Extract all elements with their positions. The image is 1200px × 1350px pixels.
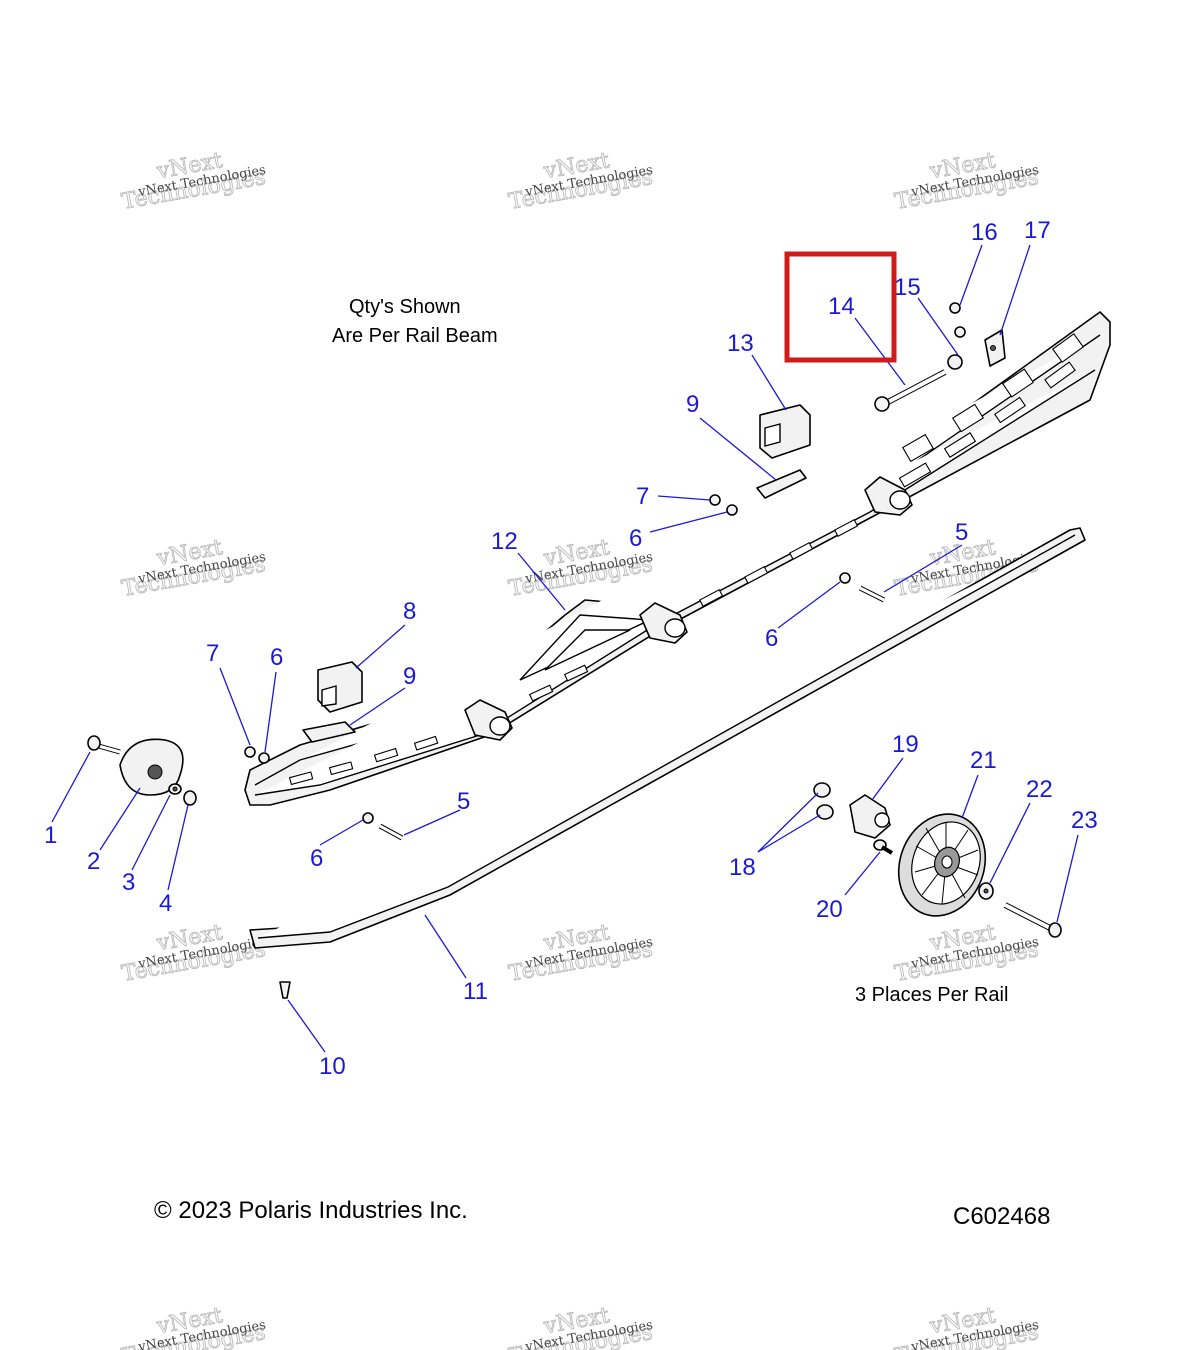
callout-15[interactable]: 15	[894, 274, 921, 301]
callout-10[interactable]: 10	[319, 1053, 346, 1080]
screw-10[interactable]	[279, 981, 291, 999]
washer-3[interactable]	[168, 783, 182, 795]
wheel-21[interactable]	[885, 802, 1000, 928]
watermark: Technologies vNext vNext Technologies	[506, 148, 655, 216]
places-note: 3 Places Per Rail	[855, 984, 1008, 1006]
bolt-5[interactable]	[378, 823, 404, 841]
callout-12[interactable]: 12	[491, 528, 518, 555]
watermark: Technologies vNext vNext Technologies	[506, 920, 655, 988]
nut-7[interactable]	[244, 746, 256, 758]
callout-7[interactable]: 7	[206, 640, 219, 667]
wheel-boss	[639, 602, 688, 644]
nut-4[interactable]	[183, 790, 197, 806]
diagram-code: C602468	[953, 1203, 1050, 1230]
callout-8[interactable]: 8	[403, 598, 416, 625]
callout-16[interactable]: 16	[971, 219, 998, 246]
callout-20[interactable]: 20	[816, 896, 843, 923]
qty-note-line1: Qty's Shown	[349, 296, 461, 318]
block-8[interactable]	[317, 661, 363, 713]
watermark: Technologies vNext vNext Technologies	[892, 1303, 1041, 1350]
spacer-18[interactable]	[813, 782, 834, 820]
callout-22[interactable]: 22	[1026, 776, 1053, 803]
callout-5[interactable]: 5	[955, 519, 968, 546]
bolt-23[interactable]	[1003, 902, 1062, 938]
wheel-boss	[864, 476, 913, 516]
rail-beam[interactable]	[244, 311, 1111, 806]
watermark: Technologies vNext vNext Technologies	[892, 148, 1041, 216]
nut-15[interactable]	[947, 354, 963, 370]
nut-7[interactable]	[709, 494, 721, 506]
copyright: © 2023 Polaris Industries Inc.	[154, 1197, 468, 1224]
clip-16[interactable]	[949, 302, 966, 338]
callout-9[interactable]: 9	[686, 391, 699, 418]
callout-17[interactable]: 17	[1024, 217, 1051, 244]
clip-9[interactable]	[756, 469, 807, 499]
qty-note-line2: Are Per Rail Beam	[332, 325, 498, 347]
bolt-20[interactable]	[873, 839, 894, 855]
callout-1[interactable]: 1	[44, 822, 57, 849]
housing-19[interactable]	[849, 794, 891, 839]
washer-6[interactable]	[839, 572, 851, 584]
watermark: Technologies vNext vNext Technologies	[892, 920, 1041, 988]
washer-6[interactable]	[362, 812, 374, 824]
washer-22[interactable]	[978, 882, 994, 900]
bolt-1[interactable]	[87, 735, 121, 755]
watermark: Technologies vNext vNext Technologies	[119, 148, 268, 216]
callout-5[interactable]: 5	[457, 788, 470, 815]
callout-3[interactable]: 3	[122, 869, 135, 896]
callout-19[interactable]: 19	[892, 731, 919, 758]
callout-18[interactable]: 18	[729, 854, 756, 881]
callout-13[interactable]: 13	[727, 330, 754, 357]
leader-lines	[51, 244, 1079, 1053]
watermark: Technologies vNext vNext Technologies	[119, 920, 268, 988]
callout-14[interactable]: 14	[828, 293, 855, 320]
bolt-5[interactable]	[858, 585, 886, 603]
callout-2[interactable]: 2	[87, 848, 100, 875]
clip-9[interactable]	[302, 721, 356, 743]
highlight-box	[784, 251, 897, 363]
watermark: Technologies vNext vNext Technologies	[119, 1303, 268, 1350]
bolt-14[interactable]	[874, 369, 947, 412]
callout-4[interactable]: 4	[159, 890, 172, 917]
callout-9[interactable]: 9	[403, 663, 416, 690]
watermark: Technologies vNext vNext Technologies	[119, 535, 268, 603]
callout-21[interactable]: 21	[970, 747, 997, 774]
watermark: Technologies vNext vNext Technologies	[506, 1303, 655, 1350]
washer-6[interactable]	[726, 504, 738, 516]
wheel-boss	[464, 699, 513, 741]
callouts: 1 2 3 4 5 5 6 6 6 6 7 7 8 9 9 10 11 12 1…	[44, 217, 1098, 1080]
bracket-17[interactable]	[984, 329, 1006, 367]
callout-6[interactable]: 6	[270, 644, 283, 671]
callout-6[interactable]: 6	[765, 625, 778, 652]
callout-23[interactable]: 23	[1071, 807, 1098, 834]
callout-6[interactable]: 6	[629, 525, 642, 552]
callout-11[interactable]: 11	[463, 978, 488, 1005]
callout-6[interactable]: 6	[310, 845, 323, 872]
block-13[interactable]	[759, 404, 811, 459]
washer-6[interactable]	[258, 752, 270, 764]
callout-7[interactable]: 7	[636, 483, 649, 510]
slide[interactable]	[249, 527, 1086, 949]
